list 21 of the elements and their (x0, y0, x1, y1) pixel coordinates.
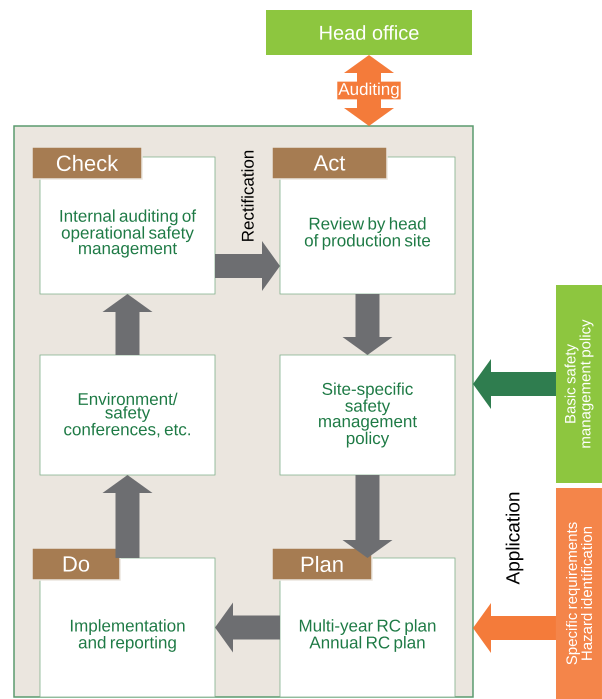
step-tag: Do (31, 547, 121, 581)
input-box: Specific requirements Hazard identification (556, 488, 602, 699)
flow-arrow (342, 294, 392, 355)
step-tag: Plan (271, 547, 373, 581)
flow-arrow (102, 475, 152, 558)
step-box: Site-specific safety management policy (280, 354, 456, 476)
flow-arrow (215, 602, 280, 652)
flow-arrow (473, 603, 556, 653)
flow-arrow (344, 55, 394, 126)
step-box: Environment/ safety conferences, etc. (40, 354, 216, 476)
office-box: Head office (266, 10, 472, 55)
flow-arrow (473, 359, 556, 409)
flow-arrow (215, 241, 280, 291)
flow-arrow (342, 475, 392, 558)
edge-label: Application (504, 490, 524, 586)
step-tag: Check (31, 146, 143, 180)
edge-label: Auditing (337, 82, 401, 100)
flow-arrow (102, 294, 152, 355)
step-tag: Act (271, 146, 388, 180)
input-box: Basic safety management policy (556, 285, 602, 483)
edge-label: Rectification (240, 148, 255, 244)
